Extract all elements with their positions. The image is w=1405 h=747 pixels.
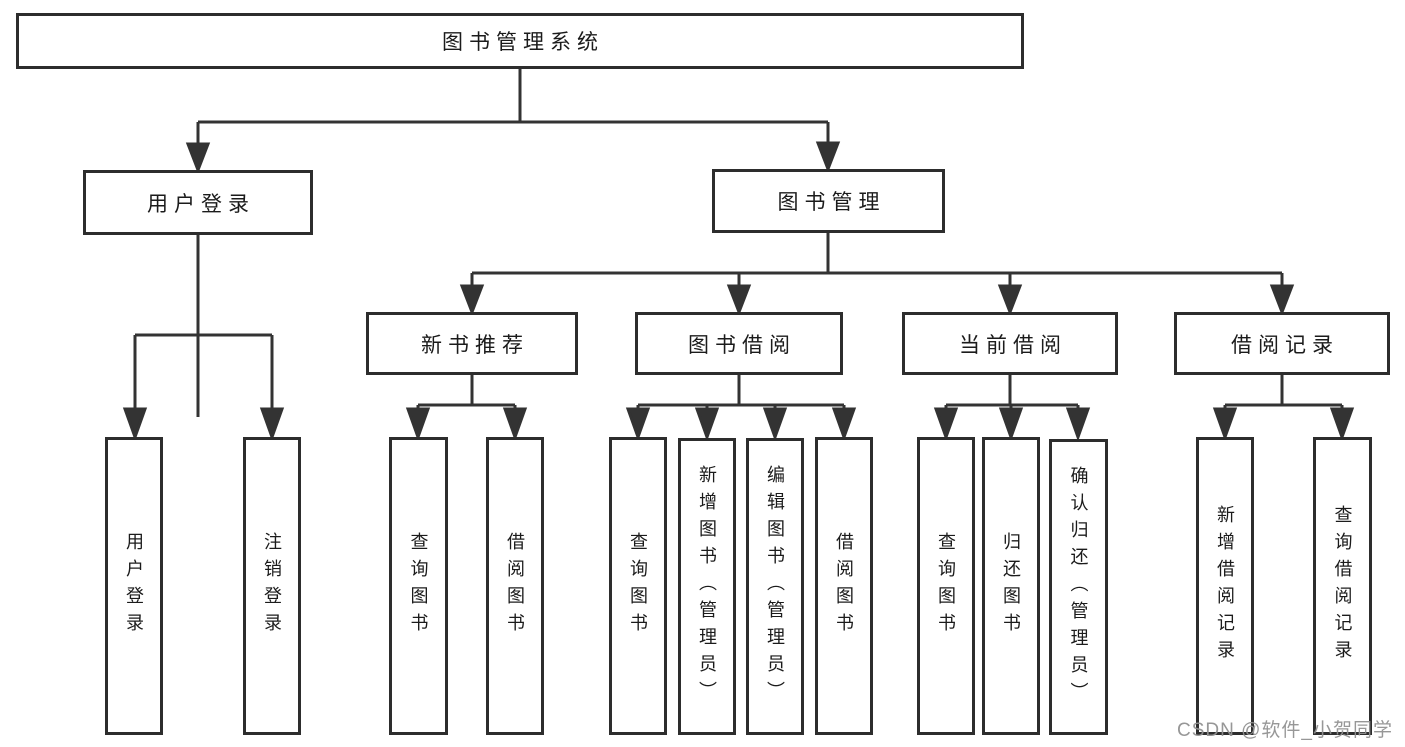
leaf-current-return-books: 归还图书 xyxy=(982,437,1040,735)
node-borrowing-records: 借阅记录 xyxy=(1174,312,1390,375)
connector-userlogin-to-leaves xyxy=(122,235,285,442)
leaf-records-query-record: 查询借阅记录 xyxy=(1313,437,1372,735)
leaf-borrow-edit-books-admin: 编辑图书（管理员） xyxy=(746,438,804,735)
leaf-newrec-query-books: 查询图书 xyxy=(389,437,448,735)
connector-bookmgmt-to-level3 xyxy=(459,233,1295,317)
leaf-records-add-record: 新增借阅记录 xyxy=(1196,437,1254,735)
connector-bookborrow-to-leaves xyxy=(625,375,857,442)
connector-currentborrow-to-leaves xyxy=(933,375,1091,442)
node-user-login: 用户登录 xyxy=(83,170,313,235)
connector-records-to-leaves xyxy=(1212,375,1355,442)
leaf-logout: 注销登录 xyxy=(243,437,301,735)
leaf-newrec-borrow-books: 借阅图书 xyxy=(486,437,544,735)
leaf-borrow-query-books: 查询图书 xyxy=(609,437,667,735)
leaf-user-login: 用户登录 xyxy=(105,437,163,735)
connector-newrec-to-leaves xyxy=(405,375,528,442)
node-current-borrowing: 当前借阅 xyxy=(902,312,1118,375)
connector-root-to-level2 xyxy=(185,69,841,417)
node-library-management-system: 图书管理系统 xyxy=(16,13,1024,69)
csdn-watermark: CSDN @软件_小贺同学 xyxy=(1177,720,1393,741)
leaf-borrow-borrow-books: 借阅图书 xyxy=(815,437,873,735)
leaf-current-confirm-return-admin: 确认归还（管理员） xyxy=(1049,439,1108,735)
node-book-borrowing: 图书借阅 xyxy=(635,312,843,375)
node-new-book-recommend: 新书推荐 xyxy=(366,312,578,375)
node-book-management: 图书管理 xyxy=(712,169,945,233)
leaf-current-query-books: 查询图书 xyxy=(917,437,975,735)
leaf-borrow-add-books-admin: 新增图书（管理员） xyxy=(678,438,736,735)
